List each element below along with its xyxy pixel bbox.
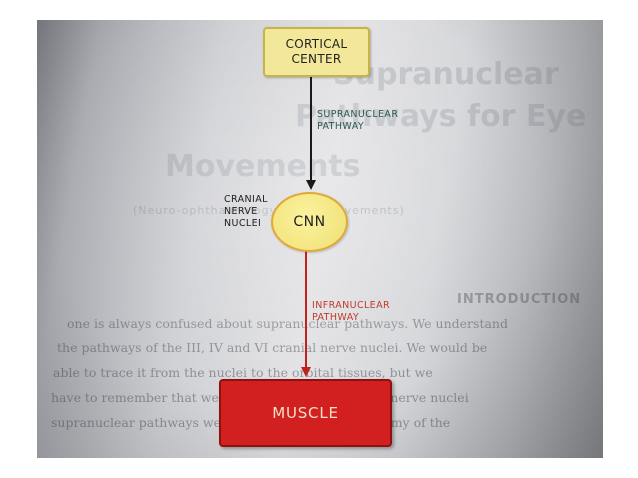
cranial-line-3: NUCLEI <box>224 218 262 229</box>
infranuclear-line-2: PATHWAY <box>312 312 360 323</box>
background-title-line-2: Pathways for Eye <box>295 99 587 134</box>
background-section-heading: INTRODUCTION <box>457 292 582 307</box>
cranial-nerve-nuclei-label: CRANIAL NERVE NUCLEI <box>224 194 268 230</box>
cortical-center-line-1: CORTICAL <box>285 37 348 51</box>
background-body-line: one is always confused about supranuclea… <box>67 316 508 331</box>
infranuclear-line-1: INFRANUCLEAR <box>312 300 390 311</box>
background-title-line-3: Movements <box>165 149 361 184</box>
infranuclear-pathway-label: INFRANUCLEAR PATHWAY <box>312 300 390 324</box>
muscle-node: MUSCLE <box>219 379 392 447</box>
background-body-line: able to trace it from the nuclei to the … <box>53 365 433 380</box>
cortical-center-line-2: CENTER <box>291 52 342 66</box>
muscle-label: MUSCLE <box>272 404 339 422</box>
supranuclear-pathway-label: SUPRANUCLEAR PATHWAY <box>317 109 398 133</box>
cortical-center-node: CORTICAL CENTER <box>263 27 370 77</box>
cranial-line-1: CRANIAL <box>224 194 268 205</box>
cnn-label: CNN <box>293 214 326 230</box>
supranuclear-line-1: SUPRANUCLEAR <box>317 109 399 120</box>
background-body-line: the pathways of the III, IV and VI crani… <box>57 340 488 355</box>
cranial-line-2: NERVE <box>224 206 258 217</box>
cnn-node: CNN <box>271 192 348 252</box>
supranuclear-line-2: PATHWAY <box>317 121 365 132</box>
background-title-line-1: Supranuclear <box>333 57 559 92</box>
